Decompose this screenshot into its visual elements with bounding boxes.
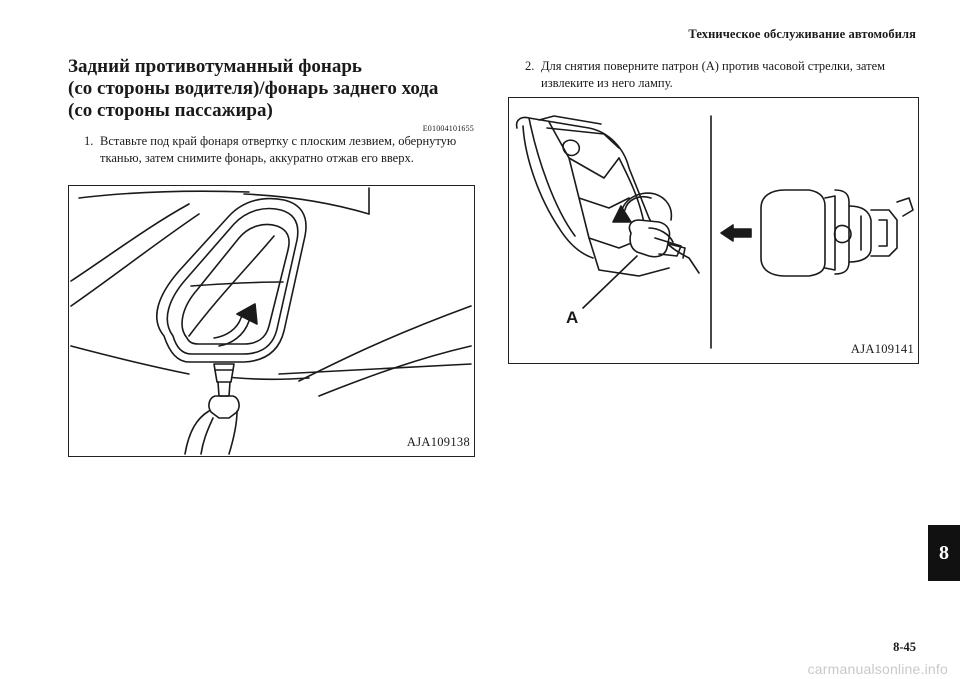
section-title: Задний противотуманный фонарь (со сторон… bbox=[68, 56, 488, 122]
watermark: carmanualsonline.info bbox=[807, 661, 948, 677]
page-number: 8-45 bbox=[893, 640, 916, 654]
lamp-removal-illustration bbox=[70, 187, 472, 455]
figure-lamp-removal: AJA109138 bbox=[68, 185, 475, 457]
step-number: 1. bbox=[84, 134, 94, 148]
step-text: Вставьте под край фонаря отвертку с плос… bbox=[100, 134, 457, 165]
step-2: 2. Для снятия поверните патрон (A) проти… bbox=[525, 58, 920, 91]
chapter-tab: 8 bbox=[928, 525, 960, 581]
figure-socket-removal: A AJA109141 bbox=[508, 97, 919, 364]
figure-label: AJA109138 bbox=[406, 435, 470, 449]
callout-label-a: A bbox=[566, 308, 579, 327]
document-code: E01004101655 bbox=[422, 124, 474, 133]
figure-label: AJA109141 bbox=[850, 342, 914, 356]
step-number: 2. bbox=[525, 59, 535, 73]
chapter-header: Техническое обслуживание автомобиля bbox=[688, 27, 916, 41]
socket-removal-illustration bbox=[515, 115, 914, 349]
section-title-line: Задний противотуманный фонарь bbox=[68, 56, 362, 77]
step-text: Для снятия поверните патрон (A) против ч… bbox=[541, 59, 886, 90]
step-1: 1. Вставьте под край фонаря отвертку с п… bbox=[84, 133, 479, 166]
section-title-line: (со стороны пассажира) bbox=[68, 100, 273, 121]
section-title-line: (со стороны водителя)/фонарь заднего ход… bbox=[68, 78, 439, 99]
